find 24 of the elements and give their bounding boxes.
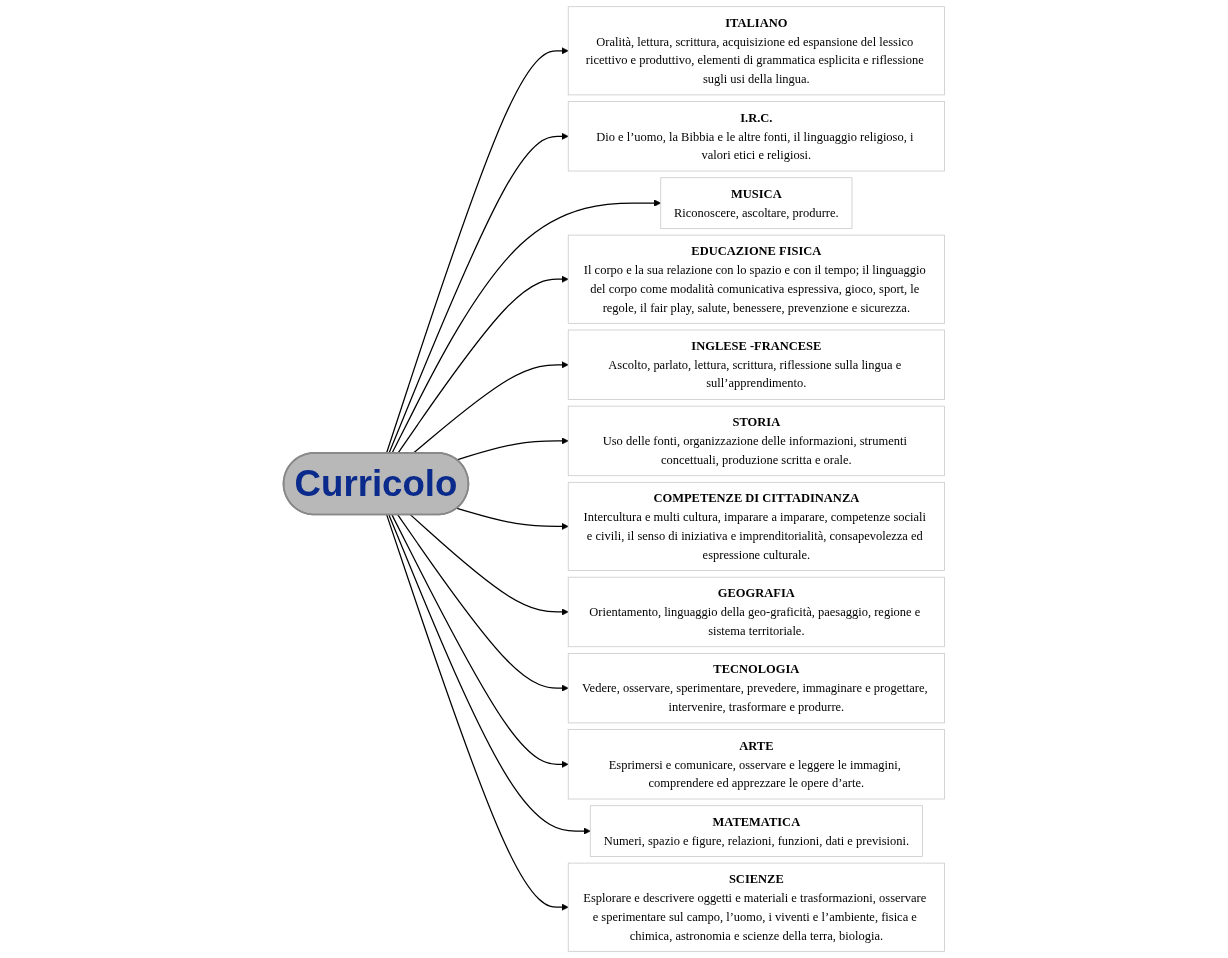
node-box: GEOGRAFIA Orientamento, linguaggio della geo-graficità, paesaggio, regione e sistema territoriale. — [567, 576, 945, 648]
arrow — [388, 514, 591, 835]
node-box: STORIA Uso delle fonti, organizzazione delle informazioni, strumenti concettuali, produzione scritta e orale. — [567, 405, 945, 477]
node-box: COMPETENZE DI CITTADINANZA Intercultura e multi cultura, imparare a imparare, competenze sociali e civili, il senso di iniziativa e imprenditorialità, consapevolezza ed espressione culturale. — [567, 481, 945, 571]
node-box: ITALIANO Oralità, lettura, scrittura, acquisizione ed espansione del lessico ricettivo e produttivo, elementi di grammatica esplicita e riflessione sugli usi della lingua. — [567, 6, 945, 96]
node-box: MUSICA Riconoscere, ascoltare, produrre. — [660, 177, 853, 229]
arrow — [391, 514, 569, 768]
arrow — [409, 514, 569, 616]
node-box: SCIENZE Esplorare e descrivere oggetti e materiali e trasformazioni, osservare e sperimentare sul campo, l’uomo, i viventi e l’ambiente, fisica e chimica, astronomia e scienze della terra, biologia. — [567, 862, 945, 952]
arrow — [456, 507, 569, 531]
node-box: TECNOLOGIA Vedere, osservare, sperimentare, prevedere, immaginare e progettare, intervenire, trasformare e produrre. — [567, 652, 945, 724]
arrow — [391, 199, 662, 454]
arrow — [397, 514, 569, 692]
arrow — [386, 514, 569, 911]
arrow — [456, 437, 569, 461]
arrow — [412, 361, 569, 454]
arrow — [385, 47, 569, 454]
arrow — [388, 132, 569, 454]
arrow — [397, 275, 569, 454]
node-box: ARTE Esprimersi e comunicare, osservare e leggere le immagini, comprendere ed apprezzare le opere d’arte. — [567, 729, 945, 800]
node-box: INGLESE -FRANCESE Ascolto, parlato, lettura, scrittura, riflessione sulla lingua e sull’apprendimento. — [567, 329, 945, 400]
node-box: MATEMATICA Numeri, spazio e figure, relazioni, funzioni, dati e previsioni. — [589, 805, 923, 857]
node-box: I.R.C. Dio e l’uomo, la Bibbia e le altre fonti, il linguaggio religioso, i valori etici e religiosi. — [567, 101, 945, 172]
node-box: EDUCAZIONE FISICA Il corpo e la sua relazione con lo spazio e con il tempo; il linguaggio del corpo come modalità comunicativa espressiva, gioco, sport, le regole, il fair play, salute, benessere, prevenzione e sicurezza. — [567, 234, 945, 324]
